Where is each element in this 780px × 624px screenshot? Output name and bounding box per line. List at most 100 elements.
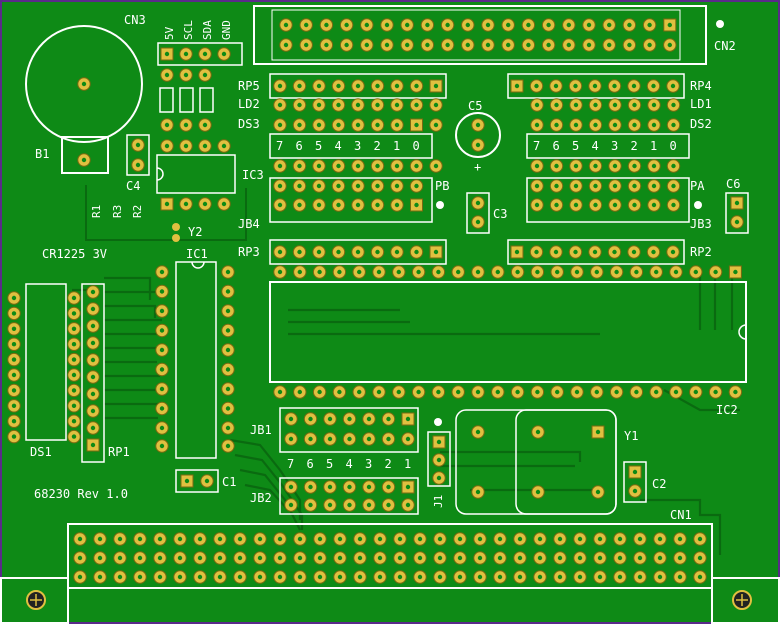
solder-pad	[390, 98, 404, 112]
solder-pad	[530, 385, 545, 399]
solder-pad	[221, 401, 235, 416]
solder-pad	[562, 38, 576, 52]
solder-pad	[362, 432, 376, 446]
solder-pad	[663, 18, 677, 32]
solder-pad	[93, 570, 107, 584]
solder-pad	[370, 179, 385, 193]
bit-number-label: 3	[365, 457, 372, 471]
solder-pad	[273, 265, 287, 279]
cn2-pin1-dot	[716, 20, 724, 28]
solder-pad	[292, 79, 307, 93]
solder-pad	[319, 18, 334, 32]
bit-number-label: 5	[315, 139, 322, 153]
solder-pad	[491, 265, 505, 279]
solder-pad	[273, 98, 287, 112]
solder-pad	[666, 79, 680, 93]
left-io-block	[269, 73, 447, 265]
solder-pad	[429, 118, 443, 132]
solder-pad	[533, 551, 547, 565]
solder-pad	[351, 79, 365, 93]
solder-pad	[73, 570, 87, 584]
solder-pad	[409, 159, 424, 173]
solder-pad	[352, 385, 366, 399]
solder-pad	[193, 570, 207, 584]
solder-pad	[453, 532, 467, 546]
solder-pad	[510, 245, 524, 259]
solder-pad	[529, 79, 544, 93]
svg-text:R1: R1	[90, 205, 103, 218]
solder-pad	[530, 265, 545, 279]
solder-pad	[381, 412, 396, 426]
bit-number-label: 5	[326, 457, 333, 471]
solder-pad	[590, 265, 604, 279]
solder-pad	[562, 18, 576, 32]
solder-pad	[333, 551, 347, 565]
solder-pad	[293, 385, 307, 399]
solder-pad	[510, 385, 525, 399]
solder-pad	[293, 551, 307, 565]
solder-pad	[133, 570, 147, 584]
solder-pad	[569, 179, 583, 193]
solder-pad	[360, 38, 374, 52]
solder-pad	[370, 98, 385, 112]
solder-pad	[666, 179, 681, 193]
solder-pad	[393, 532, 407, 546]
solder-pad	[627, 245, 641, 259]
solder-pad	[588, 198, 603, 212]
solder-pad	[332, 265, 347, 279]
chip-ic3	[156, 139, 236, 211]
solder-pad	[86, 336, 100, 350]
solder-pad	[233, 551, 247, 565]
solder-pad	[529, 245, 544, 259]
solder-pad	[213, 570, 227, 584]
solder-pad	[409, 79, 424, 93]
solder-pad	[409, 98, 424, 112]
cn3-pin-names: 5V SCL SDA GND	[163, 20, 233, 40]
solder-pad	[233, 570, 247, 584]
solder-pad	[351, 245, 365, 259]
solder-pad	[86, 421, 100, 435]
solder-pad	[570, 265, 584, 279]
bit-number-label: 1	[650, 139, 657, 153]
solder-pad	[461, 18, 475, 32]
resistor-pack-rp1	[81, 283, 105, 463]
solder-pad	[666, 198, 681, 212]
solder-pad	[440, 18, 455, 32]
solder-pad	[593, 551, 607, 565]
chip-ic1	[155, 261, 235, 459]
solder-pad	[607, 79, 622, 93]
solder-pad	[647, 98, 661, 112]
solder-pad	[533, 570, 547, 584]
solder-pad	[627, 79, 641, 93]
solder-pad	[273, 198, 287, 212]
solder-pad	[73, 551, 87, 565]
solder-pad	[510, 265, 525, 279]
solder-pad	[155, 323, 169, 338]
rp3-label: RP3	[238, 245, 260, 259]
solder-pad	[342, 498, 357, 512]
solder-pad	[588, 79, 602, 93]
solder-pad	[613, 570, 627, 584]
solder-pad	[602, 18, 616, 32]
capacitor-c2	[623, 461, 647, 503]
solder-pad	[7, 352, 21, 367]
solder-pad	[669, 265, 683, 279]
solder-pad	[429, 159, 443, 173]
ds2-label: DS2	[690, 117, 712, 131]
solder-pad	[253, 532, 267, 546]
solder-pad	[323, 480, 337, 494]
solder-pad	[582, 18, 596, 32]
solder-pad	[93, 532, 107, 546]
solder-pad	[221, 362, 235, 377]
solder-pad	[284, 480, 298, 494]
solder-pad	[313, 570, 327, 584]
solder-pad	[429, 79, 443, 93]
solder-pad	[573, 570, 587, 584]
solder-pad	[473, 551, 487, 565]
solder-pad	[549, 159, 564, 173]
solder-pad	[569, 118, 583, 132]
solder-pad	[86, 302, 100, 316]
bit-number-label: 6	[553, 139, 560, 153]
solder-pad	[312, 198, 326, 212]
solder-pad	[666, 159, 681, 173]
